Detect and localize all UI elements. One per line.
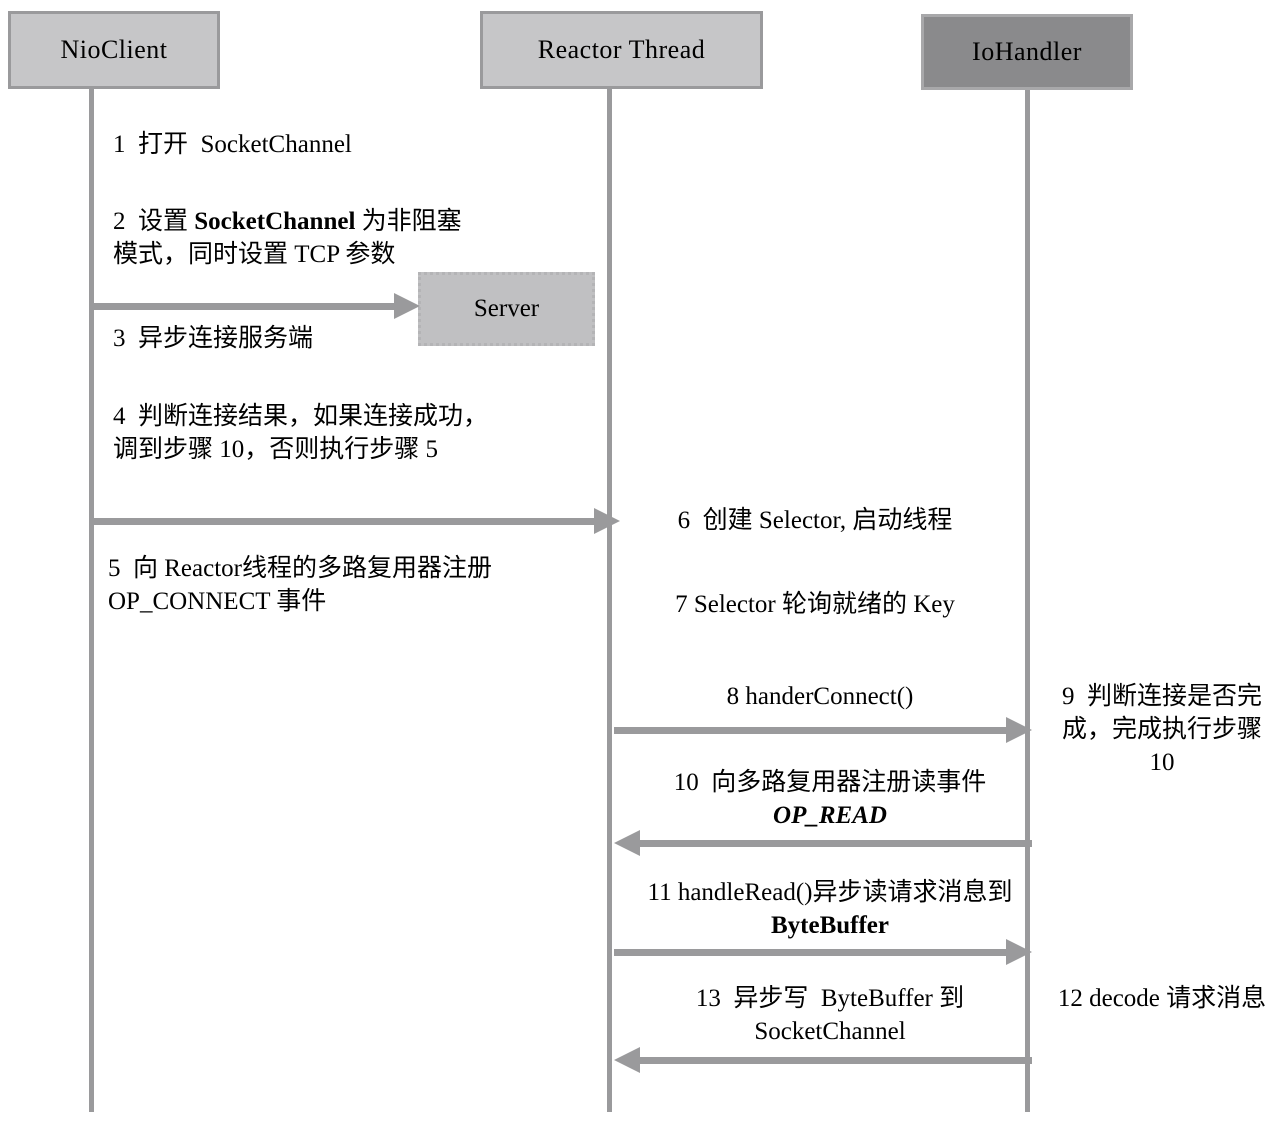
step-note-7: 7 Selector 轮询就绪的 Key (640, 588, 990, 621)
step-note-text: 12 decode 请求消息 (1057, 985, 1267, 1012)
node-server[interactable]: Server (418, 272, 595, 346)
step-note-text: 7 Selector 轮询就绪的 Key (675, 591, 955, 618)
participant-label: NioClient (60, 35, 168, 64)
step-note-text: 8 handerConnect() (726, 683, 914, 710)
message-arrow-step-13[interactable] (614, 1047, 1032, 1073)
step-note-11: 11 handleRead()异步读请求消息到 ByteBuffer (640, 876, 1020, 942)
participant-nioclient[interactable]: NioClient (8, 11, 220, 89)
arrow-shaft (638, 1057, 1032, 1064)
lifeline-iohandler (1025, 90, 1030, 1112)
step-note-1: 1 打开 SocketChannel (113, 128, 593, 161)
lifeline-reactor (607, 89, 612, 1112)
step-note-text: SocketChannel (194, 208, 356, 235)
step-note-9: 9 判断连接是否完成，完成执行步骤 10 (1054, 680, 1270, 779)
step-note-6: 6 创建 Selector, 启动线程 (640, 504, 990, 537)
step-note-text: 6 创建 Selector, 启动线程 (677, 507, 953, 534)
arrow-shaft (638, 840, 1032, 847)
step-note-text: 2 设置 (113, 208, 195, 235)
lifeline-nioclient (89, 89, 94, 1112)
arrow-head-right-icon (1006, 939, 1032, 965)
step-note-text: 13 异步写 ByteBuffer 到 SocketChannel (695, 985, 971, 1045)
participant-label: Reactor Thread (537, 35, 706, 64)
step-note-8: 8 handerConnect() (640, 680, 1000, 713)
step-note-text: 9 判断连接是否完成，完成执行步骤 10 (1061, 683, 1269, 776)
step-note-5: 5 向 Reactor线程的多路复用器注册 OP_CONNECT 事件 (108, 552, 598, 618)
step-note-text: 5 向 Reactor线程的多路复用器注册 OP_CONNECT 事件 (108, 555, 499, 615)
arrow-head-right-icon (394, 293, 420, 319)
arrow-shaft (93, 303, 396, 310)
node-label: Server (473, 295, 540, 322)
step-note-13: 13 异步写 ByteBuffer 到 SocketChannel (640, 982, 1020, 1048)
step-note-text: 1 打开 SocketChannel (113, 131, 352, 158)
arrow-head-right-icon (594, 508, 620, 534)
arrow-shaft (614, 949, 1008, 956)
step-note-3: 3 异步连接服务端 (113, 322, 593, 355)
participant-iohandler[interactable]: IoHandler (921, 14, 1133, 90)
arrow-head-left-icon (614, 1047, 640, 1073)
step-note-2: 2 设置 SocketChannel 为非阻塞模式，同时设置 TCP 参数 (113, 205, 473, 271)
step-note-text: 4 判断连接结果，如果连接成功，调到步骤 10，否则执行步骤 5 (113, 403, 489, 463)
arrow-head-right-icon (1006, 717, 1032, 743)
step-note-text: 3 异步连接服务端 (113, 325, 314, 352)
step-note-4: 4 判断连接结果，如果连接成功，调到步骤 10，否则执行步骤 5 (113, 400, 493, 466)
message-arrow-step-8[interactable] (614, 717, 1032, 743)
participant-label: IoHandler (972, 37, 1082, 66)
step-note-text: 10 向多路复用器注册读事件 (673, 769, 993, 796)
message-arrow-step-3[interactable] (93, 293, 420, 319)
arrow-shaft (614, 727, 1008, 734)
participant-reactor[interactable]: Reactor Thread (480, 11, 763, 89)
message-arrow-step-10[interactable] (614, 830, 1032, 856)
step-note-text: OP_READ (773, 802, 887, 829)
step-note-12: 12 decode 请求消息 (1054, 982, 1270, 1015)
step-note-text: ByteBuffer (770, 912, 890, 939)
message-arrow-step-5[interactable] (93, 508, 620, 534)
arrow-head-left-icon (614, 830, 640, 856)
message-arrow-step-11[interactable] (614, 939, 1032, 965)
step-note-text: 11 handleRead()异步读请求消息到 (647, 879, 1019, 906)
step-note-text: 为非阻塞模式，同时设置 TCP 参数 (113, 208, 462, 268)
step-note-10: 10 向多路复用器注册读事件 OP_READ (640, 766, 1020, 832)
arrow-shaft (93, 518, 596, 525)
